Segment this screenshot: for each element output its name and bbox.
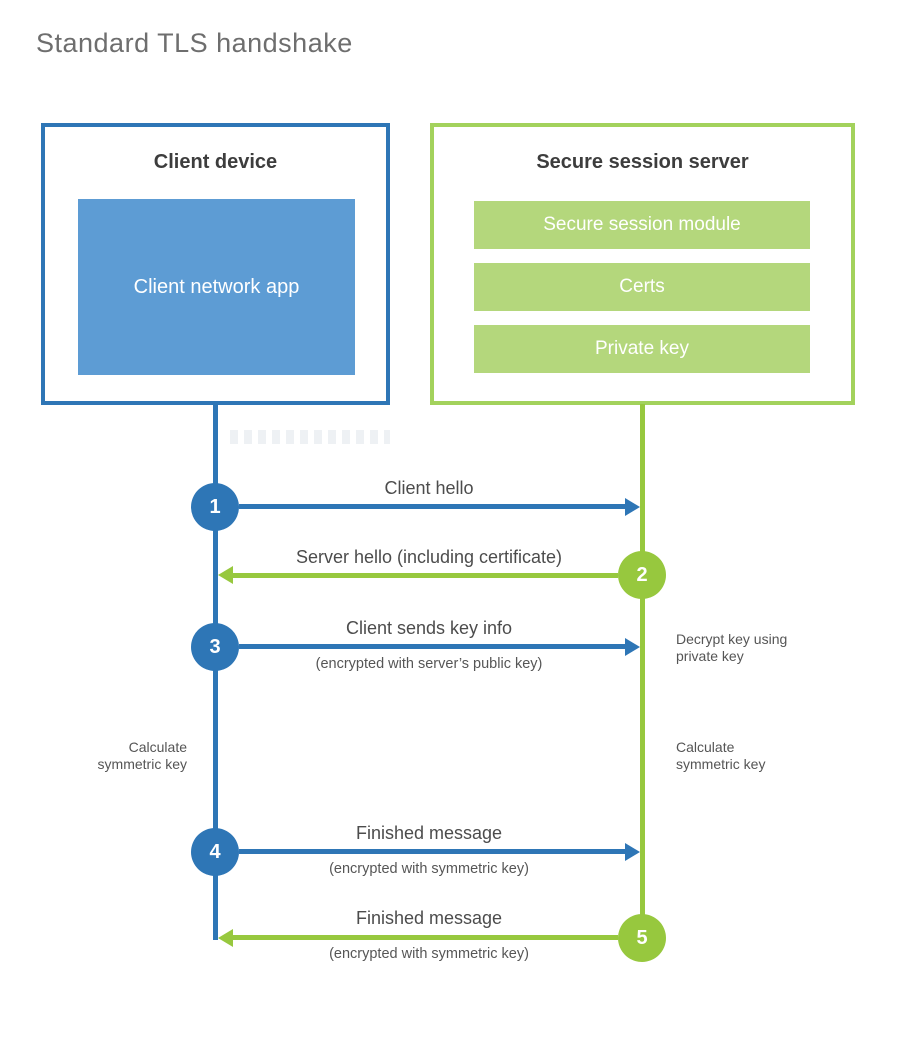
client-box-title: Client device	[153, 151, 278, 173]
message-label-4: Finished message	[355, 823, 503, 843]
server-lifeline	[640, 404, 645, 938]
step-circle-5: 5	[618, 914, 666, 962]
message-sublabel-4: (encrypted with symmetric key)	[329, 861, 529, 877]
message-label-2: Server hello (including certificate)	[295, 547, 563, 567]
client-device-box: Client device Client network app	[41, 123, 390, 405]
arrow-right-icon	[625, 498, 640, 516]
step-circle-2: 2	[618, 551, 666, 599]
message-sublabel-5: (encrypted with symmetric key)	[329, 946, 529, 962]
client-network-app-label: Client network app	[133, 276, 300, 298]
arrow-line-step-4	[239, 849, 625, 854]
client-lifeline	[213, 404, 218, 940]
arrow-right-icon	[625, 638, 640, 656]
message-sublabel-3: (encrypted with server’s public key)	[315, 656, 543, 672]
arrow-line-step-2	[233, 573, 618, 578]
message-label-3: Client sends key info	[345, 618, 513, 638]
arrow-line-step-3	[239, 644, 625, 649]
server-box-title: Secure session server	[536, 151, 749, 173]
step-circle-1: 1	[191, 483, 239, 531]
client-network-app-box: Client network app	[78, 199, 355, 375]
note-calculate-symmetric-key-server: Calculate symmetric key	[676, 739, 766, 772]
page-title: Standard TLS handshake	[36, 28, 353, 58]
note-calculate-symmetric-key-client: Calculate symmetric key	[97, 739, 187, 772]
arrow-left-icon	[218, 566, 233, 584]
arrow-line-step-5	[233, 935, 618, 940]
note-decrypt-key: Decrypt key using private key	[676, 631, 788, 664]
arrow-left-icon	[218, 929, 233, 947]
server-module-certs: Certs	[474, 263, 810, 311]
arrow-line-step-1	[239, 504, 625, 509]
step-circle-3: 3	[191, 623, 239, 671]
server-module-private-key: Private key	[474, 325, 810, 373]
faint-dashed-artifact	[230, 430, 390, 444]
arrow-right-icon	[625, 843, 640, 861]
step-circle-4: 4	[191, 828, 239, 876]
server-module-secure-session: Secure session module	[474, 201, 810, 249]
message-label-5: Finished message	[355, 908, 503, 928]
secure-session-server-box: Secure session server Secure session mod…	[430, 123, 855, 405]
message-label-1: Client hello	[384, 478, 474, 498]
